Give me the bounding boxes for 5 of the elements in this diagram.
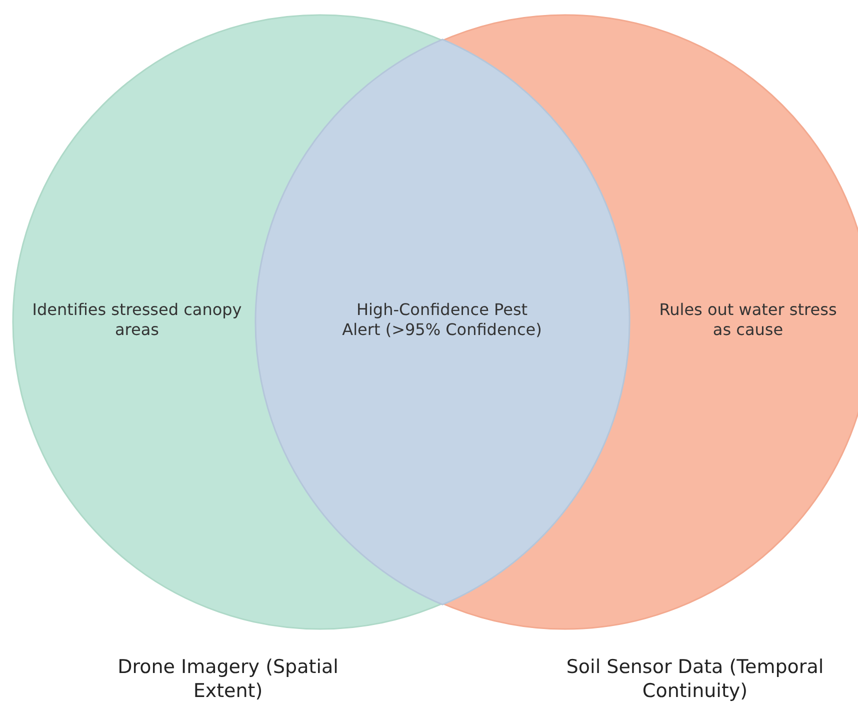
circle-description: Rules out water stress as cause (658, 300, 838, 340)
set-title: Drone Imagery (Spatial Extent) (116, 655, 340, 703)
circle-description: Identifies stressed canopy areas (32, 300, 242, 340)
overlap-description: High-Confidence Pest Alert (>95% Confidence) (342, 300, 542, 340)
set-title: Soil Sensor Data (Temporal Continuity) (565, 655, 825, 703)
